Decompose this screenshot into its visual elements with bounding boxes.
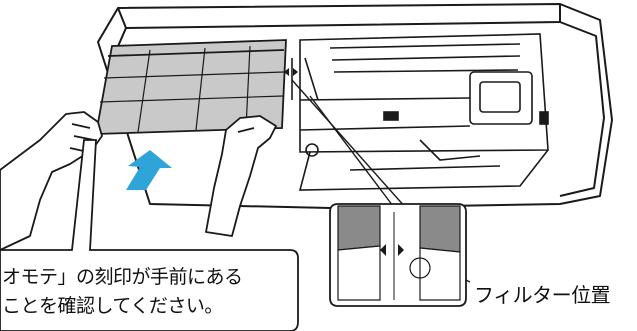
right-hand: [205, 115, 277, 237]
callout-text-line2: ことを確認してください。: [2, 295, 223, 317]
push-up-arrow: [126, 150, 172, 190]
filter-position-marker: [284, 68, 298, 76]
filter-position-label: フィルター位置: [474, 283, 611, 307]
air-filter: [94, 39, 287, 135]
inset-closeup: [329, 203, 467, 307]
callout-text-line1: オモテ」の刻印が手前にある: [2, 266, 243, 288]
unit-interior-details: [291, 33, 549, 191]
